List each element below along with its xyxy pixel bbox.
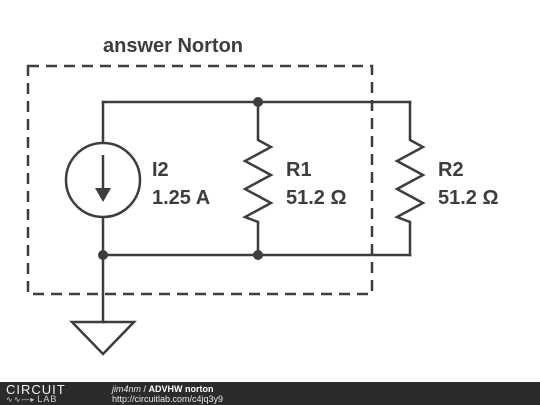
waveform-icon: ∿∿—▸ xyxy=(6,395,36,404)
junction-dot-bottom-left xyxy=(98,250,108,260)
circuit-url[interactable]: http://circuitlab.com/c4jq3y9 xyxy=(112,394,224,404)
ground-icon xyxy=(69,320,137,356)
current-source-i2 xyxy=(64,141,142,219)
source-name-label: I2 xyxy=(152,159,169,181)
circuit-schematic: answer Norton I2 1.25 A R1 51.2 Ω R2 51.… xyxy=(26,35,499,356)
footer-bar: CIRCUIT ∿∿—▸LAB jim4nm / ADVHW norton ht… xyxy=(0,382,540,405)
author-name[interactable]: jim4nm xyxy=(112,384,142,394)
r2-value-label: 51.2 Ω xyxy=(438,187,499,209)
resistor-r1 xyxy=(242,136,274,224)
current-source-circle xyxy=(64,141,142,219)
logo-text-top: CIRCUIT xyxy=(6,382,66,397)
circuit-title[interactable]: ADVHW norton xyxy=(148,384,214,394)
norton-boundary-box xyxy=(26,64,374,296)
path-separator: / xyxy=(141,384,149,394)
circuit-info: jim4nm / ADVHW norton http://circuitlab.… xyxy=(112,384,223,404)
junction-dot-top xyxy=(253,97,263,107)
r1-name-label: R1 xyxy=(286,159,312,181)
circuitlab-logo[interactable]: CIRCUIT ∿∿—▸LAB xyxy=(6,383,96,404)
current-arrow-icon xyxy=(95,188,111,202)
logo-text-bottom-row: ∿∿—▸LAB xyxy=(6,394,58,405)
logo-text-bottom: LAB xyxy=(37,394,58,404)
r2-name-label: R2 xyxy=(438,159,464,181)
r1-value-label: 51.2 Ω xyxy=(286,187,347,209)
junction-dot-bottom-mid xyxy=(253,250,263,260)
diagram-title: answer Norton xyxy=(103,35,243,57)
source-value-label: 1.25 A xyxy=(152,187,210,209)
resistor-r2 xyxy=(394,136,426,224)
